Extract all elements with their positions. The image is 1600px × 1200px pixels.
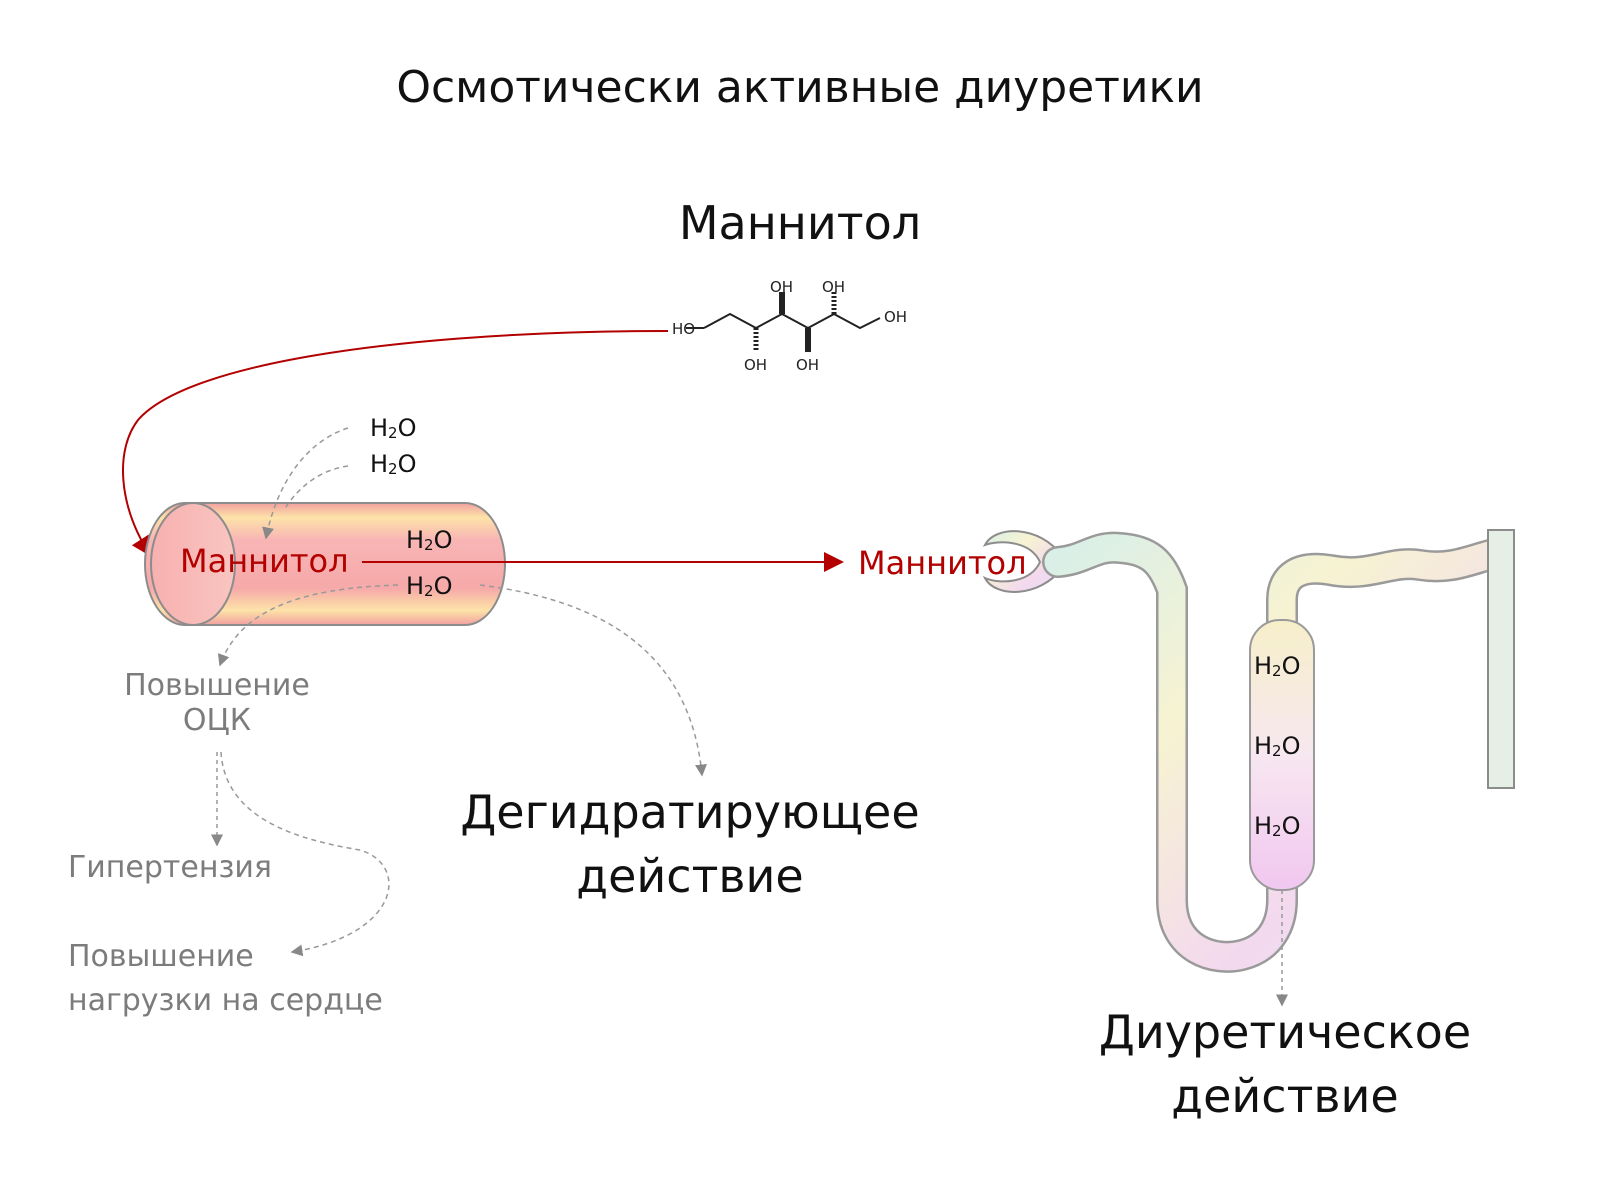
nephron-drug-label: Маннитол [858, 544, 1027, 582]
water-label: H2O [1254, 732, 1301, 760]
water-label: H2O [406, 572, 453, 600]
mannitol-molecule [686, 292, 881, 352]
dehydrating-effect-label: Дегидратирующее действие [460, 785, 920, 903]
oh-group-label: OH [770, 278, 794, 296]
water-label: H2O [1254, 652, 1301, 680]
oh-group-label: OH [744, 356, 768, 374]
water-label: H2O [406, 526, 453, 554]
drug-heading: Маннитол [678, 196, 922, 250]
water-inflow-arrow-1 [262, 427, 349, 540]
oh-group-label: OH [884, 308, 908, 326]
water-label: H2O [370, 450, 417, 478]
diuretic-effect-label: Диуретическое действие [1098, 1005, 1472, 1123]
ock-arrow [217, 584, 399, 667]
vessel-drug-label: Маннитол [180, 542, 349, 580]
diagram-title: Осмотически активные диуретики [396, 62, 1204, 113]
water-label: H2O [1254, 812, 1301, 840]
ock-increase-label: Повышение ОЦК [124, 668, 310, 738]
drug-entry-arrow [122, 330, 669, 557]
dehydrating-arrow [479, 584, 707, 777]
heart-load-label: Повышение нагрузки на сердце [68, 939, 383, 1018]
blood-vessel [144, 502, 506, 626]
heart-load-arrow [220, 751, 390, 957]
oh-group-label: OH [796, 356, 820, 374]
water-label: H2O [370, 414, 417, 442]
nephron [982, 529, 1515, 973]
oh-group-label: OH [822, 278, 846, 296]
water-inflow-arrow-2 [283, 465, 349, 511]
hypertension-label: Гипертензия [68, 850, 272, 885]
ho-group-label: HO [672, 320, 696, 338]
